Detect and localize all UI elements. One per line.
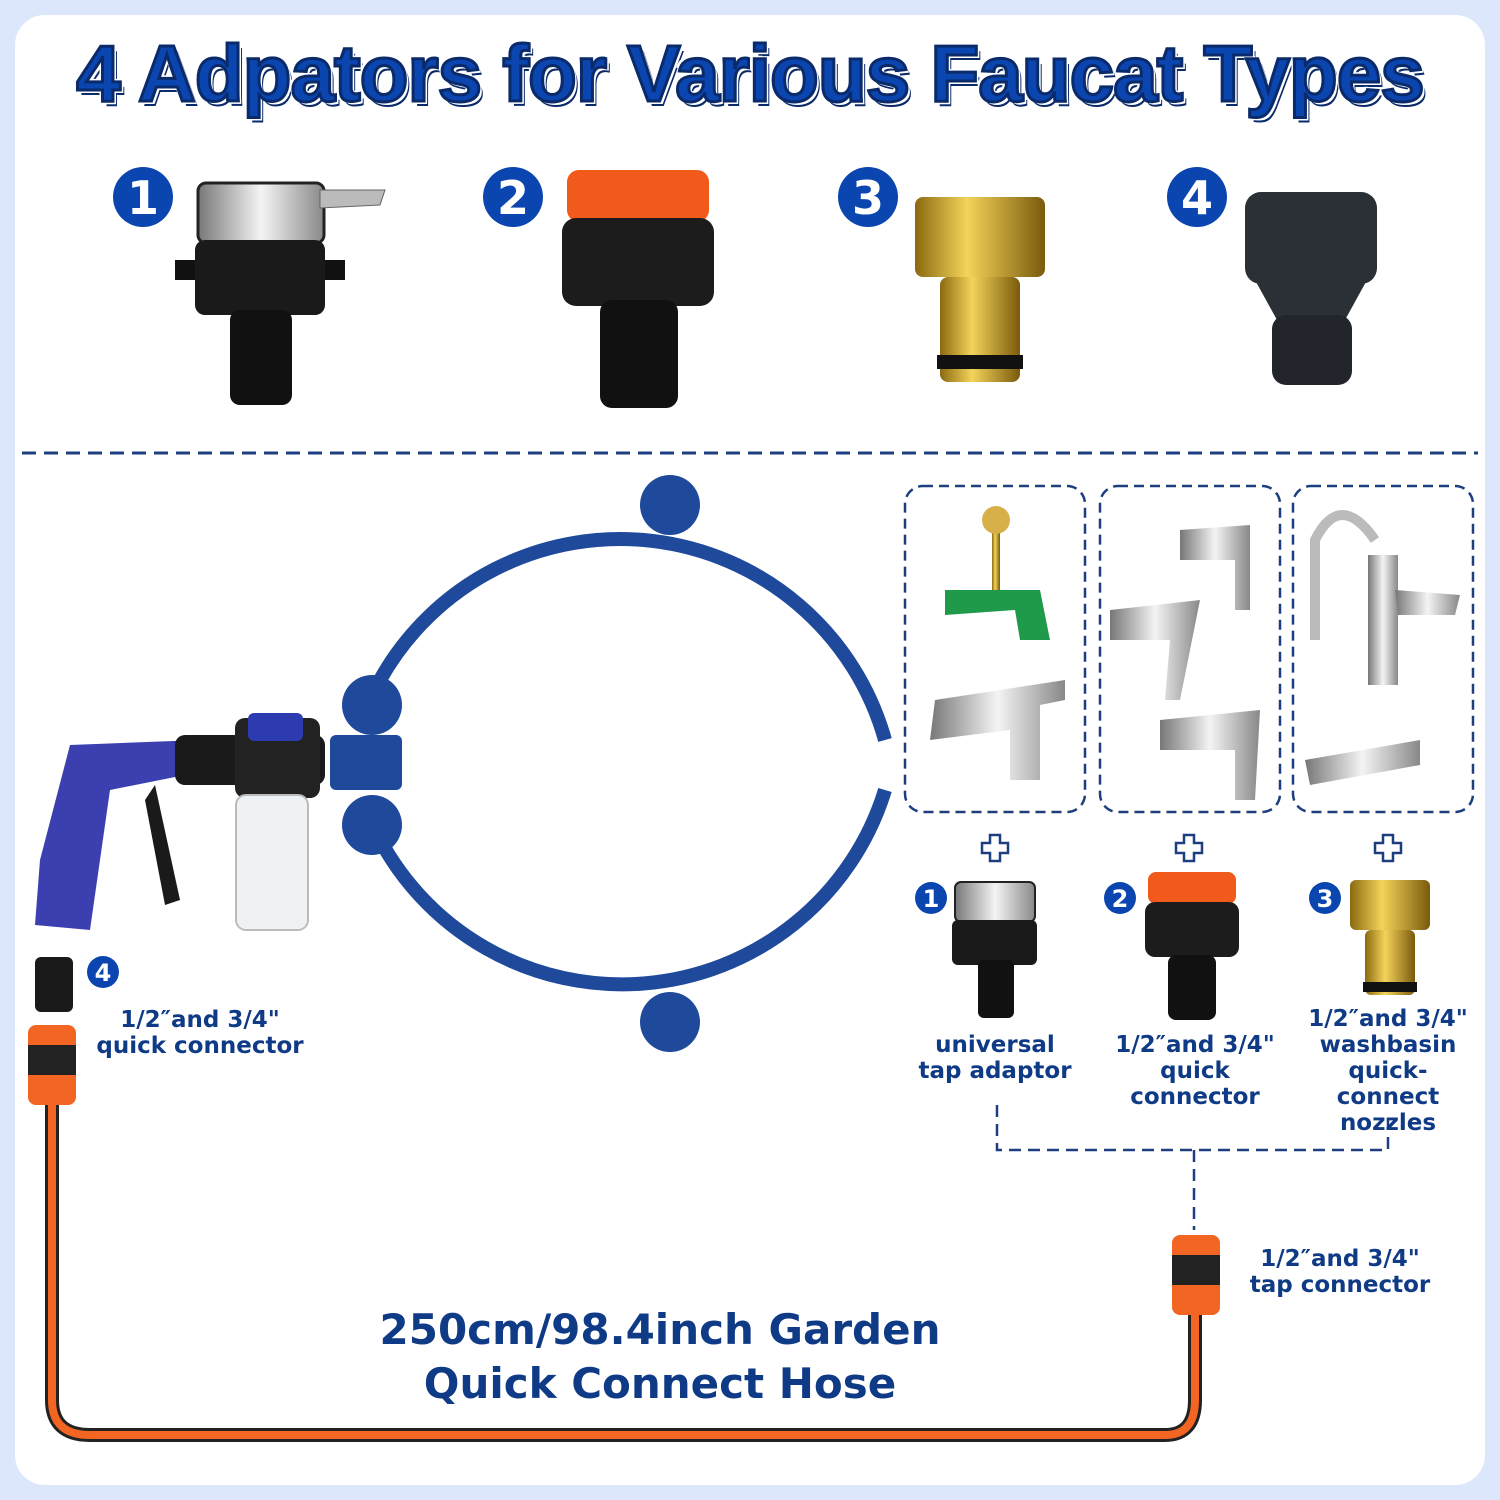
label-line: quick connector — [96, 1033, 304, 1059]
faucet-group-garden — [903, 484, 1087, 814]
badge-b2: 2 — [1104, 882, 1136, 914]
label-line: 1/2″and 3/4" — [1308, 1006, 1468, 1032]
quick-connector-image — [562, 170, 714, 408]
faucet-group-basin — [1291, 484, 1475, 814]
threaded-adapter-image — [1245, 192, 1377, 385]
universal-tap-adaptor-image — [175, 181, 386, 405]
svg-text:1: 1 — [127, 171, 159, 225]
spray-gun-image — [35, 713, 325, 931]
faucet-group-wall-taps — [1098, 484, 1282, 814]
svg-text:3: 3 — [1317, 885, 1334, 913]
svg-text:4: 4 — [1181, 171, 1213, 225]
page-title: 4 Adpators for Various Faucat Types — [75, 28, 1427, 120]
label-line: quick-connect — [1336, 1058, 1440, 1110]
label-line: 1/2″and 3/4" — [120, 1007, 280, 1033]
label-line: washbasin — [1319, 1032, 1457, 1058]
svg-text:3: 3 — [852, 171, 884, 225]
label-line: quick connector — [1130, 1058, 1260, 1110]
svg-text:1: 1 — [923, 885, 940, 913]
label-line: 1/2″and 3/4" — [1260, 1246, 1420, 1272]
plus-icon — [1373, 833, 1403, 863]
hose-caption-line: Quick Connect Hose — [423, 1359, 897, 1408]
gun-connector-label: 1/2″and 3/4" quick connector — [90, 1007, 310, 1059]
badge-2: 2 — [483, 167, 543, 227]
hose-caption: 250cm/98.4inch Garden Quick Connect Hose — [310, 1303, 1010, 1411]
connector-bracket — [995, 1105, 1390, 1230]
plus-icons — [980, 833, 1403, 863]
hose-caption-line: 250cm/98.4inch Garden — [379, 1305, 941, 1354]
quick-connector-label: 1/2″and 3/4" quick connector — [1095, 1032, 1295, 1110]
garden-hose-image — [28, 1025, 1220, 1442]
tap-connector-label: 1/2″and 3/4" tap connector — [1240, 1246, 1440, 1298]
label-line: tap connector — [1249, 1272, 1431, 1298]
quick-connector-small — [1145, 872, 1239, 1020]
plus-icon — [1174, 833, 1204, 863]
brass-connector-image — [915, 197, 1045, 382]
label-line: universal — [935, 1032, 1055, 1058]
universal-tap-adaptor-small — [952, 881, 1037, 1018]
brass-connector-small — [1350, 880, 1430, 995]
small-connector-4-image — [35, 957, 73, 1012]
svg-text:4: 4 — [95, 959, 112, 987]
label-line: tap adaptor — [918, 1058, 1072, 1084]
plus-icon — [980, 833, 1010, 863]
label-line: nozzles — [1339, 1110, 1437, 1136]
label-line: 1/2″and 3/4" — [1115, 1032, 1275, 1058]
badge-b3: 3 — [1309, 882, 1341, 914]
badge-4: 4 — [1167, 167, 1227, 227]
badge-3: 3 — [838, 167, 898, 227]
badge-b1: 1 — [915, 882, 947, 914]
badge-1: 1 — [113, 167, 173, 227]
spray-ring-image — [330, 475, 892, 1052]
washbasin-connector-label: 1/2″and 3/4" washbasin quick-connect noz… — [1298, 1006, 1478, 1136]
svg-text:2: 2 — [1112, 885, 1129, 913]
badge-gun-4: 4 — [87, 956, 119, 988]
universal-tap-adaptor-label: universal tap adaptor — [910, 1032, 1080, 1084]
svg-text:2: 2 — [497, 171, 529, 225]
